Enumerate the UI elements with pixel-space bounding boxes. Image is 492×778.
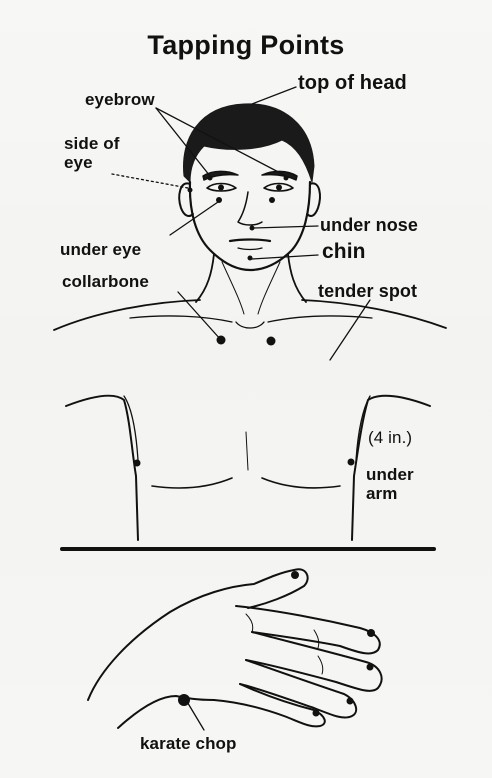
dot-eyebrow-right: [284, 176, 289, 181]
hair: [184, 104, 315, 182]
dot-little: [313, 710, 320, 717]
label-under-nose: under nose: [320, 216, 418, 235]
label-side-of-eye: side of eye: [64, 134, 120, 172]
dot-index: [367, 629, 375, 637]
right-shoulder: [302, 300, 446, 328]
leader-side-of-eye: [112, 174, 188, 188]
right-chest: [262, 478, 340, 488]
dot-side-of-eye: [188, 188, 193, 193]
dot-ring: [347, 698, 354, 705]
label-four-inches: (4 in.): [368, 428, 412, 447]
knuckle-1: [246, 614, 253, 632]
finger-crease-1: [314, 630, 319, 648]
diagram-title: Tapping Points: [0, 30, 492, 61]
label-under-eye: under eye: [60, 240, 141, 259]
shoulders-drawing: [54, 300, 446, 330]
leader-karate-chop: [186, 700, 204, 730]
leader-under-nose: [254, 226, 318, 228]
leader-top-of-head: [252, 87, 296, 104]
sternal-notch: [236, 322, 264, 328]
right-iris: [276, 185, 282, 191]
label-eyebrow: eyebrow: [85, 90, 155, 109]
left-shoulder: [54, 300, 200, 330]
dot-under-eye-right: [269, 197, 275, 203]
label-karate-chop: karate chop: [140, 734, 237, 753]
sternum-line: [246, 432, 248, 470]
label-under-arm: under arm: [366, 465, 414, 503]
hand-drawing: [88, 569, 382, 728]
leader-under-eye: [170, 202, 218, 235]
label-top-of-head: top of head: [298, 74, 407, 93]
left-upper-arm: [66, 396, 138, 540]
head-drawing: [179, 104, 320, 314]
left-chest: [152, 478, 232, 488]
leader-tender-spot: [330, 300, 370, 360]
dot-karate-chop: [178, 694, 190, 706]
label-chin: chin: [322, 242, 366, 261]
dot-thumb: [291, 571, 299, 579]
dot-collarbone-right: [267, 337, 276, 346]
finger-crease-2: [318, 656, 323, 674]
dot-middle: [367, 664, 374, 671]
left-collarbone: [130, 316, 232, 322]
neck-muscle-2: [258, 262, 280, 314]
neck-left: [196, 254, 214, 302]
lower-lip: [238, 248, 262, 250]
nose: [238, 192, 262, 225]
label-collarbone: collarbone: [62, 272, 149, 291]
dot-chin: [248, 256, 253, 261]
left-iris: [218, 185, 224, 191]
leader-lines: [112, 87, 370, 730]
label-tender-spot: tender spot: [318, 282, 417, 301]
mouth: [230, 240, 270, 242]
neck-right: [288, 254, 306, 302]
dot-under-arm-left: [134, 460, 141, 467]
ring-finger: [240, 660, 356, 718]
dot-under-nose: [250, 226, 255, 231]
dot-collarbone-left: [217, 336, 226, 345]
dot-eyebrow-left: [208, 176, 213, 181]
dot-under-eye: [216, 197, 222, 203]
dot-under-arm-right: [348, 459, 355, 466]
